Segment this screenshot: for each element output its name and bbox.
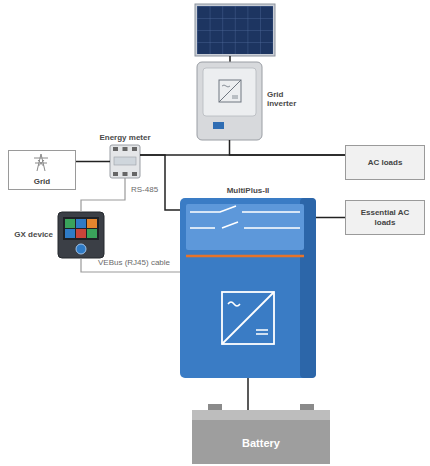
power-wire [247,378,249,410]
ac-loads-box: AC loads [345,145,425,180]
node-label: MultiPlus-II [227,186,270,195]
grid-box: Grid [8,150,76,190]
multiplus-inverter-charger: MultiPlus-II [180,198,316,378]
data-cable [81,258,180,272]
cable-label: RS-485 [130,186,159,195]
node-label: Grid [34,177,50,186]
gx-device: GX device [58,212,104,258]
cable-label: VEBus (RJ45) cable [97,259,171,268]
power-wire [140,155,180,210]
solar-panel [195,4,275,62]
grid-inverter: Grid inverter [197,62,262,140]
energy-meter-illustration [110,145,140,178]
node-label: Essential AC loads [359,208,411,226]
node-label: Battery [242,437,280,450]
battery: Battery [192,410,330,464]
gx-device-illustration [58,212,104,258]
multiplus-illustration [180,198,316,378]
data-cable [81,178,125,212]
power-wire [230,140,346,155]
grid-inverter-illustration [197,62,262,140]
node-label: AC loads [368,158,403,167]
power-wire [76,161,110,163]
essential-loads-box: Essential AC loads [345,200,425,235]
power-wire [316,217,345,219]
battery-illustration [192,404,330,464]
node-label: Grid inverter [267,90,309,108]
grid-pylon-icon [34,154,48,171]
node-label: Energy meter [99,133,150,142]
energy-meter: Energy meter [110,145,140,178]
node-label: GX device [14,230,53,239]
